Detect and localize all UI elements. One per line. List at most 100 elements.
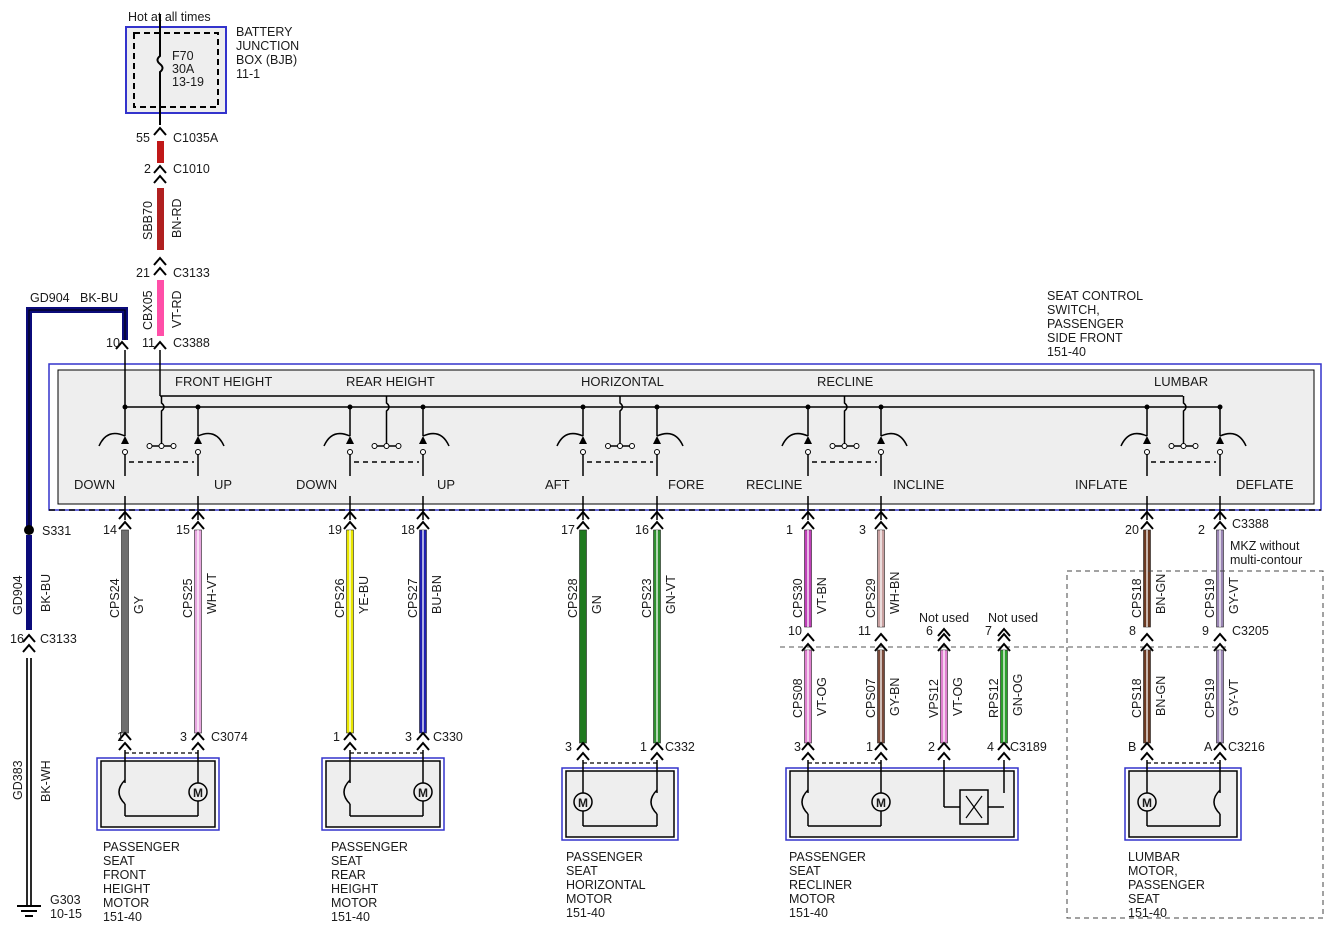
upper-circuit-1: CPS25 [181,578,195,618]
switch-pos-inflate: INFLATE [1075,477,1128,492]
switch-1-arm-1 [422,432,450,447]
lower-wire-4-stripe [1146,650,1148,743]
switch-1-lowcontact-1 [420,449,426,455]
motor-0-terminal-0 [118,731,132,751]
switch-2-arm-1 [656,432,684,447]
motor-2-m-symbol: M [578,796,588,810]
switch-0-feed-contact-2 [170,443,177,449]
m3-pin-b: 1 [640,740,647,754]
ground-mid-color: BK-BU [39,574,53,612]
ground-top-color: BK-BU [80,291,118,305]
switch-group-rear-height: REAR HEIGHT [346,374,435,389]
m5-pin-b: A [1204,740,1213,754]
motor-3-limit-arc [801,789,809,815]
m2-name-1: PASSENGER [331,840,408,854]
switch-1-contact-0 [346,436,354,444]
m1-pin-b: 3 [180,730,187,744]
switch-name-line-4: SIDE FRONT [1047,331,1123,345]
lower-circuit-4: CPS18 [1130,678,1144,718]
feed-circuit-2: CBX05 [141,290,155,330]
switch-2-node-0 [580,404,586,410]
m1-name-2: SEAT [103,854,135,868]
upper-color-6: VT-BN [815,577,829,614]
switch-group-horizontal: HORIZONTAL [581,374,664,389]
m5-name-3: PASSENGER [1128,878,1205,892]
switch-pos-aft: AFT [545,477,570,492]
m3-name-3: HORIZONTAL [566,878,646,892]
upper-circuit-8: CPS18 [1130,578,1144,618]
c3133-top-pin: 21 [136,266,150,280]
m5-name-2: MOTOR, [1128,864,1178,878]
switch-2-lowcontact-0 [580,449,586,455]
m3-pin-a: 3 [565,740,572,754]
upper-pin-2: 19 [328,523,342,537]
upper-color-4: GN [590,595,604,614]
switch-4-feed-contact-0 [1168,443,1175,449]
switch-inner-frame [57,369,1315,505]
m4-name-3: RECLINER [789,878,852,892]
m1-name-1: PASSENGER [103,840,180,854]
switch-3-feed-contact-1 [841,443,848,449]
motor-4-limit-arc [1213,789,1221,815]
ground-wire-top-outline [28,309,126,530]
upper-wire-3-stripe [422,530,424,733]
ground-wire-mid [26,535,32,630]
bjb-name-line-4: 11-1 [236,67,260,81]
c1035-label: C1035A [173,131,219,145]
ground-wire-low-stripe [28,658,30,906]
motor-4-terminal-1 [1213,741,1227,761]
m3-name-2: SEAT [566,864,598,878]
switch-4-feed-contact-2 [1192,443,1199,449]
ground-top-circuit: GD904 [30,291,70,305]
lower-color-3: GN-OG [1011,674,1025,716]
upper-circuit-7: CPS29 [864,578,878,618]
switch-4-arm-0 [1120,432,1148,447]
m4-name-1: PASSENGER [789,850,866,864]
upper-wire-7-stripe [880,530,882,627]
fuse-amp: 30A [172,62,195,76]
switch-pos-deflate: DEFLATE [1236,477,1294,492]
motor-4-terminal-0 [1140,741,1154,761]
switch-3-feed-contact-0 [829,443,836,449]
battery-junction-box [125,26,227,114]
c3133-ground-terminal [22,633,36,653]
upper-wire-4 [579,529,587,744]
feed-circuit-1: SBB70 [141,201,155,240]
switch-4-lowcontact-1 [1217,449,1223,455]
m2-name-5: MOTOR [331,896,377,910]
motor-4-m-symbol: M [1142,796,1152,810]
lower-circuit-5: CPS19 [1203,678,1217,718]
lower-terminal-1 [874,632,888,652]
c1010-label: C1010 [173,162,210,176]
hot-at-all-times-label: Hot at all times [128,10,211,24]
upper-circuit-0: CPS24 [108,578,122,618]
m2-name-4: HEIGHT [331,882,379,896]
switch-2-arm-0 [556,432,584,447]
switch-pos-up-2: UP [437,477,455,492]
switch-4-contact-0 [1143,436,1151,444]
m3-connector: C332 [665,740,695,754]
switch-1-feed-contact-1 [383,443,390,449]
switch-group-recline: RECLINE [817,374,874,389]
switch-2-contact-1 [653,436,661,444]
switch-name-line-5: 151-40 [1047,345,1086,359]
c3205-label: C3205 [1232,624,1269,638]
lower-terminal-0 [801,632,815,652]
m4-name-4: MOTOR [789,892,835,906]
switch-pos-recline: RECLINE [746,477,803,492]
upper-terminal-1 [191,510,205,530]
m1-name-3: FRONT [103,868,146,882]
bjb-name-line-3: BOX (BJB) [236,53,297,67]
upper-terminal-5 [650,510,664,530]
not-used-2: Not used [988,611,1038,625]
m4-pin-2: 1 [866,740,873,754]
fuse-id: F70 [172,49,194,63]
switch-name-line-1: SEAT CONTROL [1047,289,1143,303]
upper-wire-9-stripe [1219,530,1221,627]
c3133-top-label: C3133 [173,266,210,280]
m5-name-4: SEAT [1128,892,1160,906]
switch-4-feed [1182,396,1187,446]
m3-name-5: 151-40 [566,906,605,920]
upper-pin-5: 16 [635,523,649,537]
